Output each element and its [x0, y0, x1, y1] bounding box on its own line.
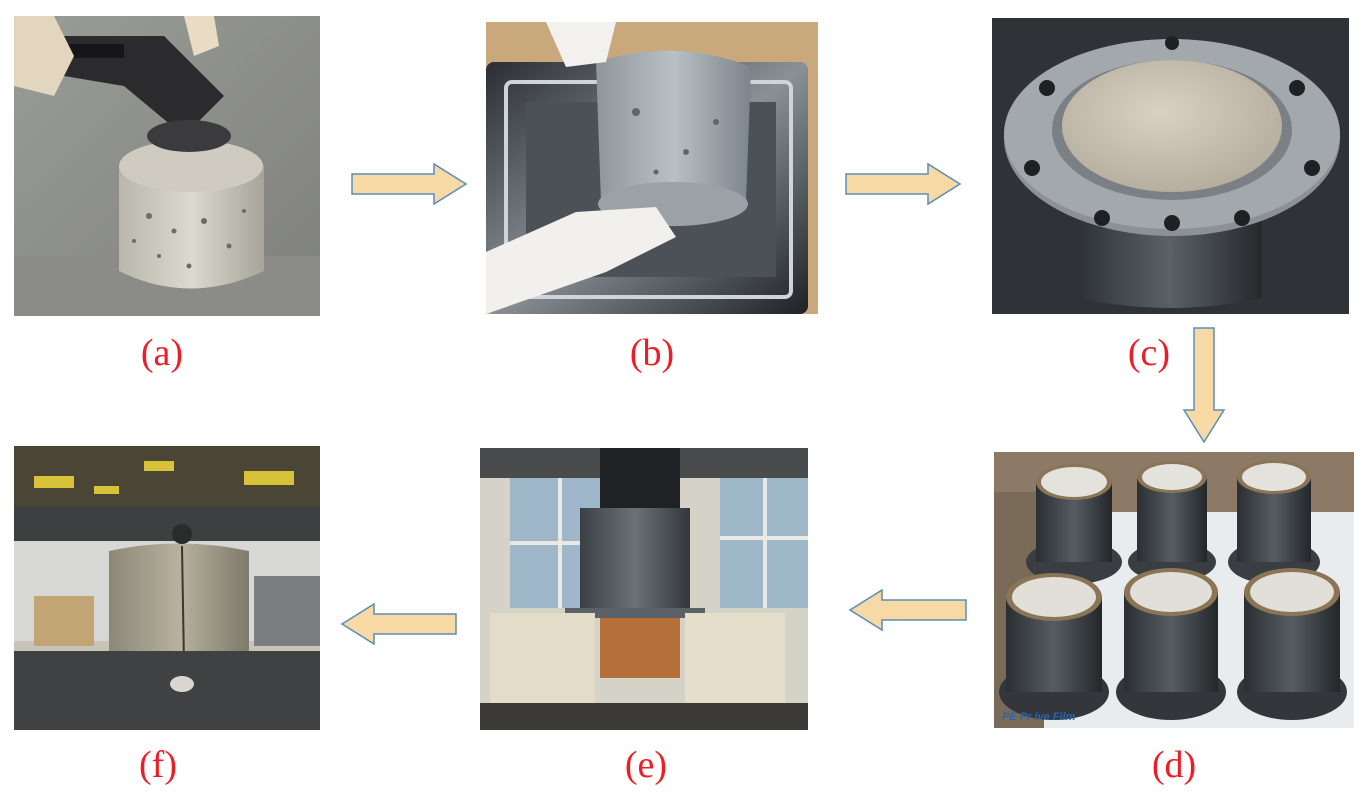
arrow-down-c-to-d: [1182, 326, 1226, 444]
label-b: (b): [629, 332, 675, 374]
label-e: (e): [624, 744, 668, 786]
arrow-left-d-to-e: [848, 588, 968, 632]
photo-f-split-test: [14, 446, 320, 730]
photo-e-pressing: [480, 448, 808, 730]
film-text: PE Pr ive Film: [1002, 711, 1076, 723]
arrow-right-a-to-b: [350, 162, 468, 206]
label-d: (d): [1151, 744, 1197, 786]
arrow-right-b-to-c: [844, 162, 962, 206]
photo-a-grinding: [14, 16, 320, 316]
photo-b-tray: [486, 22, 818, 314]
label-a: (a): [140, 332, 184, 374]
photo-d-specimens: PE Pr ive Film: [994, 452, 1354, 728]
label-f: (f): [139, 744, 177, 786]
photo-c-holder: [992, 18, 1349, 314]
label-c: (c): [1127, 332, 1171, 374]
arrow-left-e-to-f: [340, 602, 458, 646]
